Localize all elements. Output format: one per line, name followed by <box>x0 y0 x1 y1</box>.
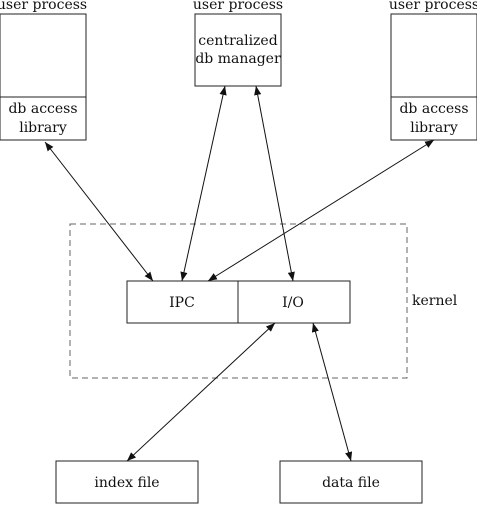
arrow-db-manager-to-io <box>254 85 295 282</box>
kernel-boundary <box>69 223 408 379</box>
arrow-io-to-index-file <box>126 322 276 462</box>
ipc-label: IPC <box>169 295 195 311</box>
user-process-right-box <box>390 13 477 141</box>
index-file-box <box>55 460 199 504</box>
db-manager-line2: db manager <box>195 51 281 67</box>
kernel-label: kernel <box>412 293 458 309</box>
arrow-left-library-to-ipc <box>44 141 154 282</box>
data-file: data file <box>279 460 423 504</box>
user-process-right: user process db access library <box>389 0 477 141</box>
connections <box>44 85 435 462</box>
user-process-right-label: user process <box>389 0 477 13</box>
db-manager-line1: centralized <box>198 33 277 49</box>
db-access-library-right-line2: library <box>410 120 458 136</box>
user-process-left-box <box>0 13 87 141</box>
data-file-box <box>279 460 423 504</box>
db-access-library-left-line1: db access <box>8 101 77 117</box>
index-file: index file <box>55 460 199 504</box>
arrow-db-manager-to-ipc <box>180 85 227 282</box>
io-label: I/O <box>282 295 304 311</box>
user-process-left-label: user process <box>0 0 87 13</box>
db-access-library-right-line1: db access <box>399 101 468 117</box>
user-process-left: user process db access library <box>0 0 87 141</box>
db-access-library-left-line2: library <box>19 120 67 136</box>
user-process-center: user process centralized db manager <box>193 0 283 87</box>
data-file-label: data file <box>322 475 380 491</box>
arrow-io-to-data-file <box>311 322 353 462</box>
kernel-region: kernel IPC I/O <box>69 223 458 379</box>
arrow-right-library-to-ipc <box>207 139 435 282</box>
user-process-center-label: user process <box>193 0 283 13</box>
db-manager-box <box>194 13 282 87</box>
index-file-label: index file <box>94 475 159 491</box>
